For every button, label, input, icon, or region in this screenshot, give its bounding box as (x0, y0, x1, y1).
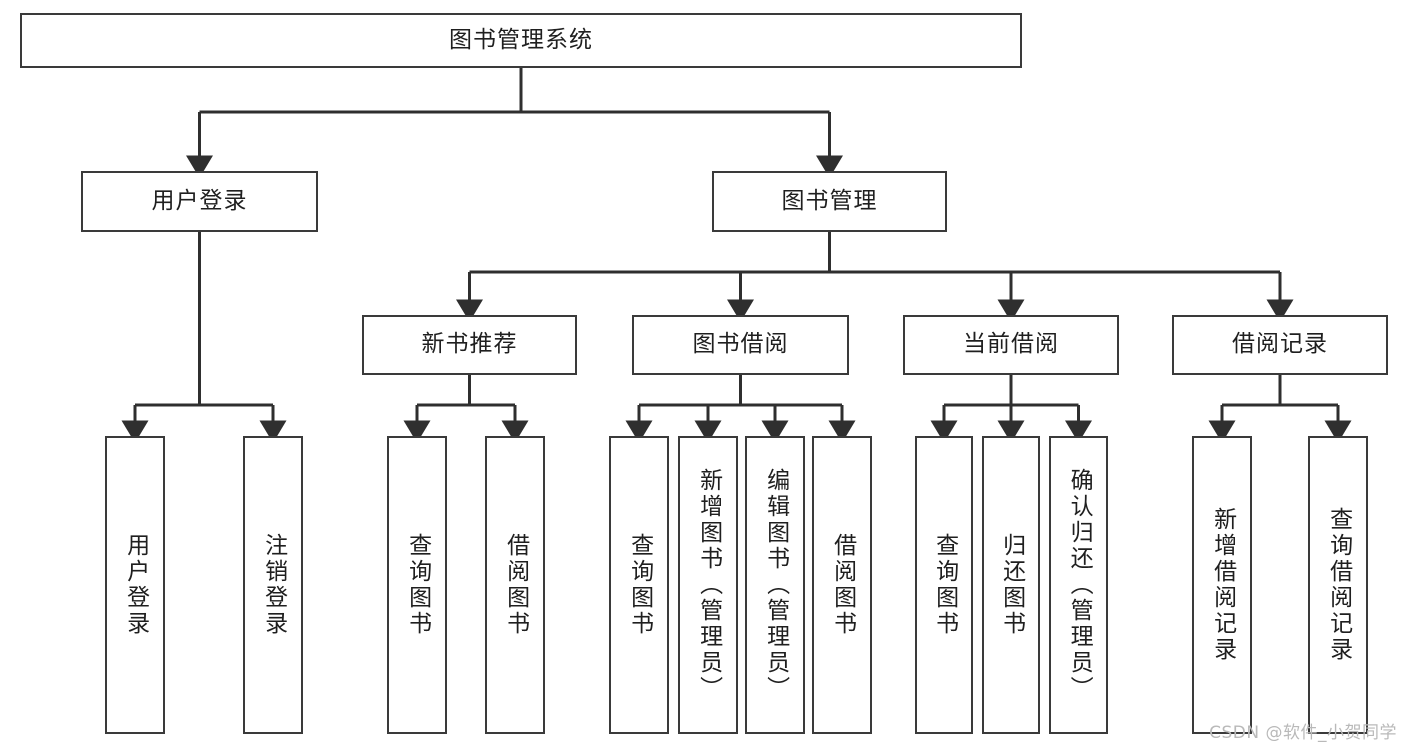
node-label: 图书管理系统 (449, 26, 593, 53)
node-user-login[interactable]: 用户登录 (81, 171, 318, 232)
node-label: 用户登录 (151, 187, 248, 214)
node-book-management[interactable]: 图书管理 (712, 171, 947, 232)
node-current-borrow[interactable]: 当前借阅 (903, 315, 1119, 375)
node-borrow-record[interactable]: 借阅记录 (1172, 315, 1388, 375)
node-leaf-borrow-book[interactable]: 借阅图书 (812, 436, 872, 734)
node-leaf-query-book-recommend[interactable]: 查询图书 (387, 436, 447, 734)
node-label: 注销登录 (260, 533, 287, 637)
node-label: 查询图书 (626, 533, 653, 637)
node-label: 借阅图书 (502, 533, 529, 637)
node-leaf-query-book-borrow[interactable]: 查询图书 (609, 436, 669, 734)
csdn-watermark: CSDN @软件_小贺同学 (1209, 723, 1397, 743)
node-label: 查询借阅记录 (1325, 507, 1352, 663)
node-label: 确认归还（管理员） (1066, 468, 1093, 702)
node-root[interactable]: 图书管理系统 (20, 13, 1022, 68)
node-label: 查询图书 (404, 533, 431, 637)
node-leaf-return-book[interactable]: 归还图书 (982, 436, 1040, 734)
node-label: 新书推荐 (421, 331, 518, 358)
node-label: 当前借阅 (963, 331, 1059, 358)
node-leaf-edit-book-admin[interactable]: 编辑图书（管理员） (745, 436, 805, 734)
node-label: 借阅记录 (1232, 331, 1328, 358)
node-leaf-query-book-current[interactable]: 查询图书 (915, 436, 973, 734)
node-label: 用户登录 (122, 533, 149, 637)
node-label: 图书管理 (781, 187, 878, 214)
node-leaf-add-borrow-record[interactable]: 新增借阅记录 (1192, 436, 1252, 734)
node-label: 图书借阅 (692, 331, 789, 358)
node-leaf-user-login[interactable]: 用户登录 (105, 436, 165, 734)
node-label: 查询图书 (931, 533, 958, 637)
node-leaf-logout-login[interactable]: 注销登录 (243, 436, 303, 734)
node-new-book-recommend[interactable]: 新书推荐 (362, 315, 577, 375)
node-label: 归还图书 (998, 533, 1025, 637)
node-label: 编辑图书（管理员） (762, 468, 789, 702)
node-leaf-query-borrow-record[interactable]: 查询借阅记录 (1308, 436, 1368, 734)
node-leaf-borrow-book-recommend[interactable]: 借阅图书 (485, 436, 545, 734)
node-label: 借阅图书 (829, 533, 856, 637)
node-label: 新增图书（管理员） (695, 468, 722, 702)
node-book-borrow[interactable]: 图书借阅 (632, 315, 849, 375)
node-label: 新增借阅记录 (1209, 507, 1236, 663)
node-leaf-confirm-return-admin[interactable]: 确认归还（管理员） (1049, 436, 1108, 734)
node-leaf-add-book-admin[interactable]: 新增图书（管理员） (678, 436, 738, 734)
